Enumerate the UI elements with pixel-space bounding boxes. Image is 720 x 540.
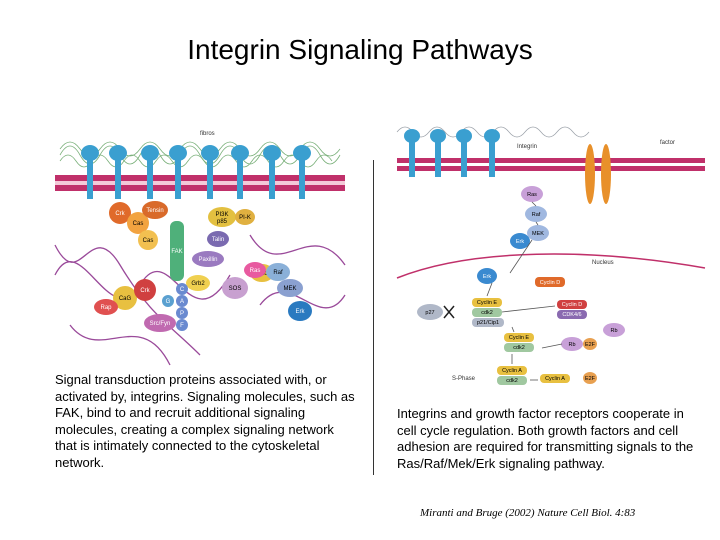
svg-text:Crk: Crk — [115, 211, 125, 217]
svg-text:Cyclin E: Cyclin E — [509, 335, 530, 341]
svg-text:Talin: Talin — [212, 237, 224, 243]
svg-text:Cyclin E: Cyclin E — [477, 300, 498, 306]
svg-text:Grb2: Grb2 — [191, 281, 205, 287]
svg-text:CDK4/6: CDK4/6 — [562, 312, 581, 318]
inhibition-mark — [443, 305, 455, 319]
svg-text:Cas: Cas — [133, 221, 144, 227]
cell-membrane — [397, 158, 705, 171]
svg-text:Tensin: Tensin — [146, 208, 163, 214]
left-caption: Signal transduction proteins associated … — [55, 372, 355, 470]
svg-text:Cyclin A: Cyclin A — [502, 368, 522, 374]
fibros-label: fibros — [200, 131, 215, 137]
svg-text:SOS: SOS — [229, 286, 242, 292]
citation: Miranti and Bruge (2002) Nature Cell Bio… — [420, 507, 636, 519]
cell-membrane — [55, 175, 345, 191]
cytoskeleton-network — [54, 234, 346, 366]
svg-text:Rb: Rb — [568, 342, 575, 348]
pathway-arrows — [486, 201, 563, 381]
svg-text:Raf: Raf — [532, 212, 541, 218]
svg-text:Crk: Crk — [140, 288, 150, 294]
svg-text:Raf: Raf — [273, 270, 283, 276]
svg-text:cdk2: cdk2 — [506, 378, 518, 384]
s-phase-label: S-Phase — [452, 376, 476, 382]
svg-text:Cyclin D: Cyclin D — [562, 302, 583, 308]
cell-cycle-signaling-diagram: Integrin factor Nucleus S-Phase Ras Raf … — [396, 126, 706, 385]
right-caption: Integrins and growth factor receptors co… — [397, 406, 694, 471]
integrin-receptors — [81, 145, 311, 199]
svg-text:CaG: CaG — [119, 296, 132, 302]
svg-text:F: F — [180, 323, 184, 329]
svg-text:C: C — [180, 287, 185, 293]
svg-text:MEK: MEK — [532, 231, 544, 237]
svg-text:Rap: Rap — [100, 305, 112, 311]
page-title: Integrin Signaling Pathways — [187, 34, 533, 65]
svg-text:MEK: MEK — [283, 286, 296, 292]
svg-text:E2F: E2F — [585, 342, 596, 348]
svg-text:Cas: Cas — [143, 238, 154, 244]
panel-divider — [373, 160, 374, 475]
svg-text:Erk: Erk — [296, 309, 306, 315]
svg-text:Src/Fyn: Src/Fyn — [150, 321, 171, 327]
svg-text:Cyclin A: Cyclin A — [545, 376, 565, 382]
svg-text:p21/Cip1: p21/Cip1 — [477, 320, 499, 326]
svg-text:Ras: Ras — [527, 192, 537, 198]
svg-text:Rb: Rb — [610, 328, 617, 334]
svg-text:Paxillin: Paxillin — [198, 257, 217, 263]
svg-text:P: P — [180, 311, 184, 317]
nucleus-membrane — [396, 253, 706, 279]
svg-text:E2F: E2F — [585, 376, 596, 382]
pathway-molecules: Ras Raf MEK Erk Erk Cyclin D Cyclin E cd… — [417, 186, 625, 385]
svg-text:Erk: Erk — [483, 274, 492, 280]
svg-text:Erk: Erk — [516, 239, 525, 245]
svg-text:p85: p85 — [217, 219, 228, 225]
svg-text:Cyclin D: Cyclin D — [540, 280, 561, 286]
svg-text:G: G — [166, 299, 171, 305]
factor-label: factor — [660, 140, 675, 146]
integrin-receptors — [404, 129, 500, 177]
svg-text:PI3K: PI3K — [215, 212, 228, 218]
svg-text:cdk2: cdk2 — [513, 345, 525, 351]
svg-text:PI-K: PI-K — [239, 215, 251, 221]
svg-text:p27: p27 — [425, 310, 434, 316]
svg-text:FAK: FAK — [171, 249, 182, 255]
growth-factor-receptor — [585, 144, 611, 204]
svg-text:Ras: Ras — [250, 268, 261, 274]
svg-text:A: A — [180, 299, 184, 305]
integrin-label: Integrin — [517, 144, 537, 150]
svg-text:cdk2: cdk2 — [481, 310, 493, 316]
nucleus-label: Nucleus — [592, 260, 614, 266]
